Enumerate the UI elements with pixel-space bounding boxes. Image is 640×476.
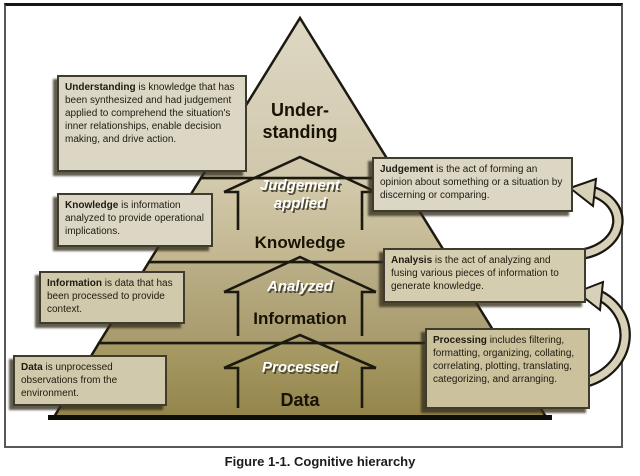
label-processed-shadow: Processed — [264, 361, 341, 378]
block-arrow-analyzed — [223, 255, 377, 336]
callout-analysis: Analysis is the act of analyzing and fus… — [383, 248, 586, 303]
callout-term: Understanding — [65, 82, 136, 93]
callout-text: is data that has been processed to provi… — [47, 278, 173, 315]
figure-caption: Figure 1-1. Cognitive hierarchy — [224, 454, 416, 469]
callout-text: includes filtering, formatting, organizi… — [433, 335, 575, 385]
callout-understanding: Understanding is knowledge that has been… — [57, 75, 247, 172]
callout-text: is information analyzed to provide opera… — [65, 200, 204, 237]
level-label-standing: standing — [263, 122, 338, 142]
label-applied: applied — [274, 195, 327, 212]
label-applied-shadow: applied — [275, 197, 328, 214]
callout-processing: Processing includes filtering, formattin… — [425, 328, 590, 409]
callout-text: is knowledge that has been synthesized a… — [65, 82, 235, 145]
block-arrow-judgement-applied — [223, 155, 377, 230]
arrowhead-icon — [567, 177, 598, 208]
label-judgement: Judgement — [260, 177, 341, 194]
label-judgement-shadow: Judgement — [261, 179, 342, 196]
level-label-information: Information — [253, 309, 347, 328]
callout-term: Processing — [433, 335, 487, 346]
callout-text: is the act of forming an opinion about s… — [380, 164, 563, 201]
band-understanding — [198, 15, 402, 180]
callout-knowledge: Knowledge is information analyzed to pro… — [57, 193, 213, 247]
callout-information: Information is data that has been proces… — [39, 271, 185, 324]
callout-term: Judgement — [380, 164, 434, 175]
arrowhead-icon — [574, 280, 605, 312]
callout-term: Analysis — [391, 255, 433, 266]
callout-judgement: Judgement is the act of forming an opini… — [372, 157, 573, 212]
level-label-under: Under- — [271, 100, 329, 120]
callout-term: Information — [47, 278, 102, 289]
curved-arrow-processing-to-analysis — [574, 280, 631, 388]
callout-term: Data — [21, 362, 43, 373]
label-analyzed-shadow: Analyzed — [268, 280, 336, 297]
callout-term: Knowledge — [65, 200, 119, 211]
callout-text: is the act of analyzing and fusing vario… — [391, 255, 559, 292]
callout-data: Data is unprocessed observations from th… — [13, 355, 167, 406]
curved-arrow-analysis-to-judgement — [567, 177, 624, 260]
level-label-knowledge: Knowledge — [255, 233, 346, 252]
label-processed: Processed — [262, 359, 339, 376]
callout-text: is unprocessed observations from the env… — [21, 362, 118, 399]
level-label-data: Data — [280, 390, 320, 410]
block-arrow-processed — [223, 333, 377, 408]
label-analyzed: Analyzed — [266, 278, 334, 295]
